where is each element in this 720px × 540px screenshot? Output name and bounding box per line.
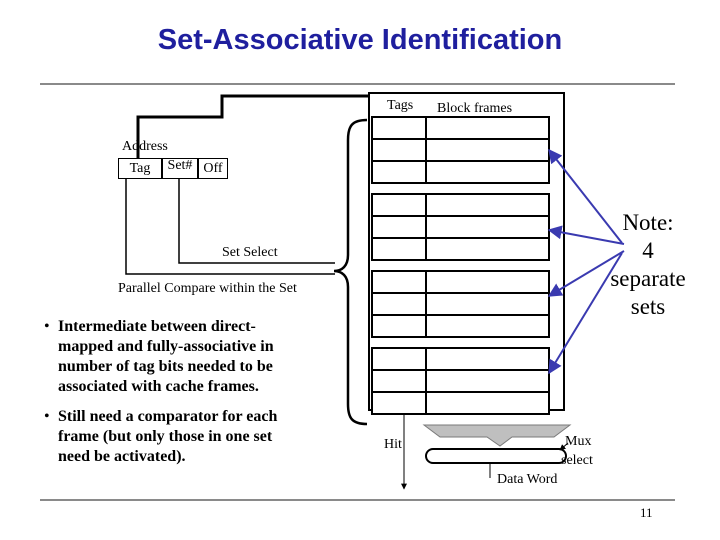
hit-label: Hit (384, 437, 402, 452)
mux-select-arrow (559, 442, 569, 451)
note-arrow-set-2 (547, 225, 625, 245)
note-arrow-set-3 (547, 250, 625, 297)
parallel-compare-line (125, 178, 335, 275)
select-label: select (561, 453, 593, 468)
footer-rule (40, 499, 675, 501)
address-set-label: Set# (167, 158, 193, 173)
cache-sets (371, 116, 550, 415)
note-line-4: sets (630, 294, 666, 319)
note-line-2: 4 (642, 238, 654, 263)
set-brace (333, 118, 368, 426)
address-tag-label: Tag (129, 161, 151, 176)
mux-label: Mux (565, 434, 592, 449)
parallel-compare-label: Parallel Compare within the Set (118, 281, 297, 296)
cache-set-frame (371, 270, 550, 338)
cache-set-1 (371, 116, 550, 184)
cache-set-3 (371, 270, 550, 338)
slide-title: Set-Associative Identification (157, 24, 563, 56)
cache-set-frame (371, 116, 550, 184)
bullet-item-1: Intermediate between direct-mapped and f… (42, 317, 302, 397)
tags-header: Tags (387, 98, 414, 113)
note-text: Note: 4 separate sets (598, 209, 698, 321)
cache-set-frame (371, 193, 550, 261)
page-number: 11 (640, 505, 653, 520)
set-select-line (178, 178, 335, 264)
block-frames-header: Block frames (437, 101, 513, 116)
tag-line (136, 94, 369, 158)
mux-shape (422, 424, 572, 447)
data-word-label: Data Word (497, 472, 558, 487)
address-offset-field: Off (198, 158, 228, 179)
bullet-list: Intermediate between direct-mapped and f… (42, 317, 302, 477)
bullet-item-2: Still need a comparator for each frame (… (42, 407, 302, 467)
title-rule (40, 83, 675, 85)
data-word-register (425, 448, 567, 464)
note-arrow-set-1 (548, 148, 623, 244)
address-label: Address (122, 139, 168, 154)
address-set-field: Set# (162, 158, 198, 179)
note-line-1: Note: (622, 210, 674, 235)
cache-set-frame (371, 347, 550, 415)
cache-set-4 (371, 347, 550, 415)
set-select-label: Set Select (222, 245, 278, 260)
cache-set-2 (371, 193, 550, 261)
note-arrow-set-4 (548, 252, 623, 375)
note-line-3: separate (610, 266, 686, 291)
address-offset-label: Off (203, 161, 223, 176)
address-tag-field: Tag (118, 158, 162, 179)
